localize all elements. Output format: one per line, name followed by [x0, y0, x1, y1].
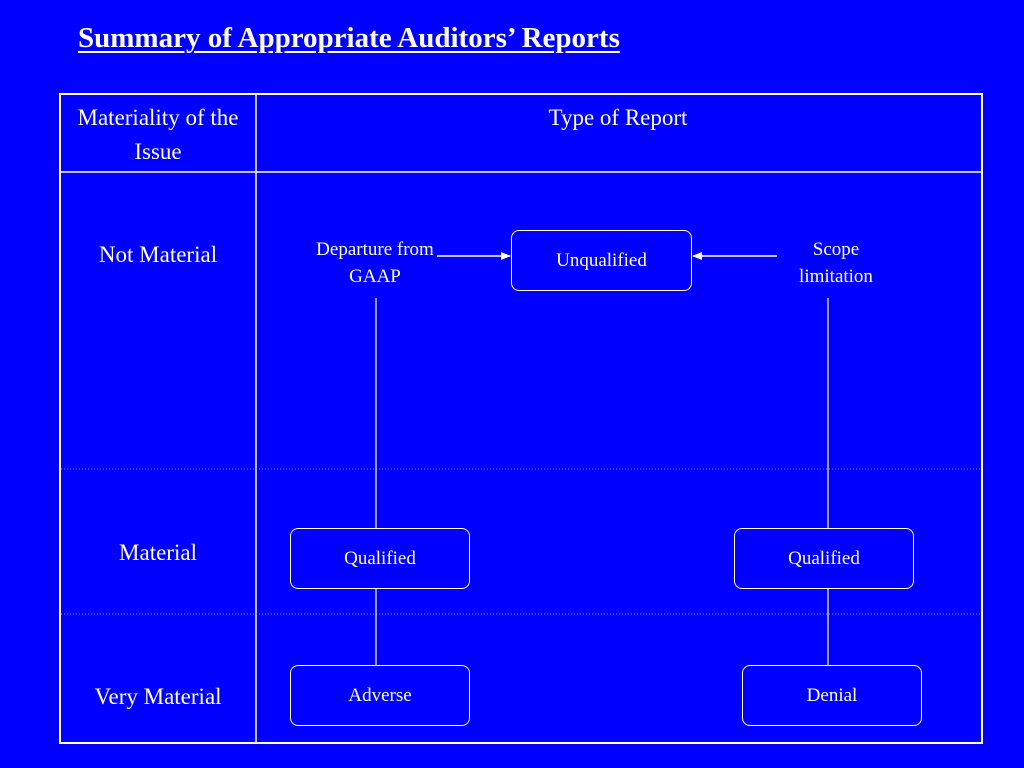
- denial-report-box: Denial: [742, 665, 922, 726]
- adverse-report-box: Adverse: [290, 665, 470, 726]
- materiality-not-material: Not Material: [98, 242, 218, 267]
- qualified-gaap-report-box: Qualified: [290, 528, 470, 589]
- qualified-scope-report-box: Qualified: [734, 528, 914, 589]
- materiality-very-material: Very Material: [94, 684, 222, 709]
- materiality-material: Material: [119, 540, 197, 565]
- report-table: [59, 93, 983, 744]
- report-type-header: Type of Report: [548, 105, 688, 130]
- scope-limitation-label: Scope limitation: [799, 239, 873, 287]
- unqualified-report-box: Unqualified: [511, 230, 692, 291]
- slide-title: Summary of Appropriate Auditors’ Reports: [78, 22, 620, 54]
- departure-from-gaap-label: Departure from GAAP: [316, 239, 434, 287]
- materiality-header: Materiality of the Issue: [77, 105, 239, 164]
